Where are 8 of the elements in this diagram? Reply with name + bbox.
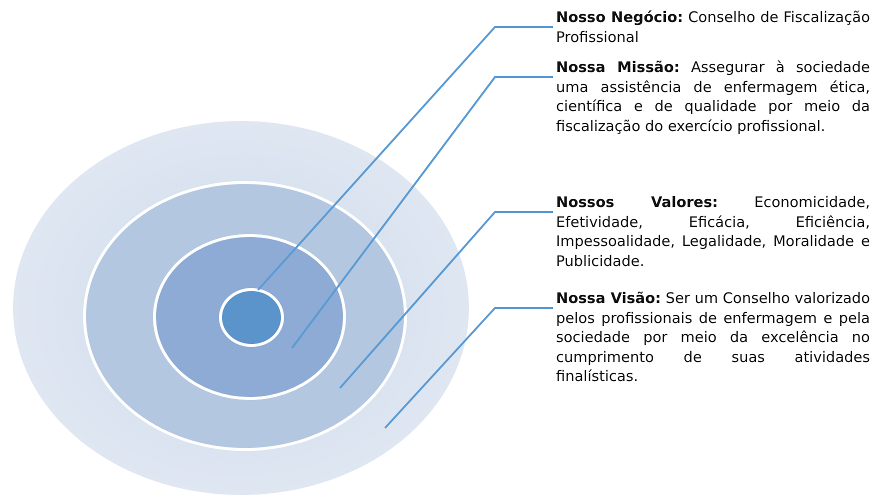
- statement-text: Nossa Missão: Assegurar à sociedade uma assistência de enfermagem ética, científica e de qualidade por meio da fiscalização do exercício profissional.: [556, 58, 870, 136]
- leader-line: [339, 211, 553, 389]
- leader-line: [291, 76, 553, 349]
- statement-text: Nossos Valores: Economicidade, Efetividade, Eficácia, Eficiência, Impessoalidade, Legalidade, Moralidade e Publicidade.: [556, 193, 870, 271]
- leader-line: [384, 307, 553, 429]
- statement-text: Nossa Visão: Ser um Conselho valorizado pelos profissionais de enfermagem e pela sociedade por meio da excelência no cumprimento de suas atividades finalísticas.: [556, 289, 870, 386]
- statement-text: Nosso Negócio: Conselho de Fiscalização Profissional: [556, 8, 870, 47]
- leader-line: [257, 26, 553, 291]
